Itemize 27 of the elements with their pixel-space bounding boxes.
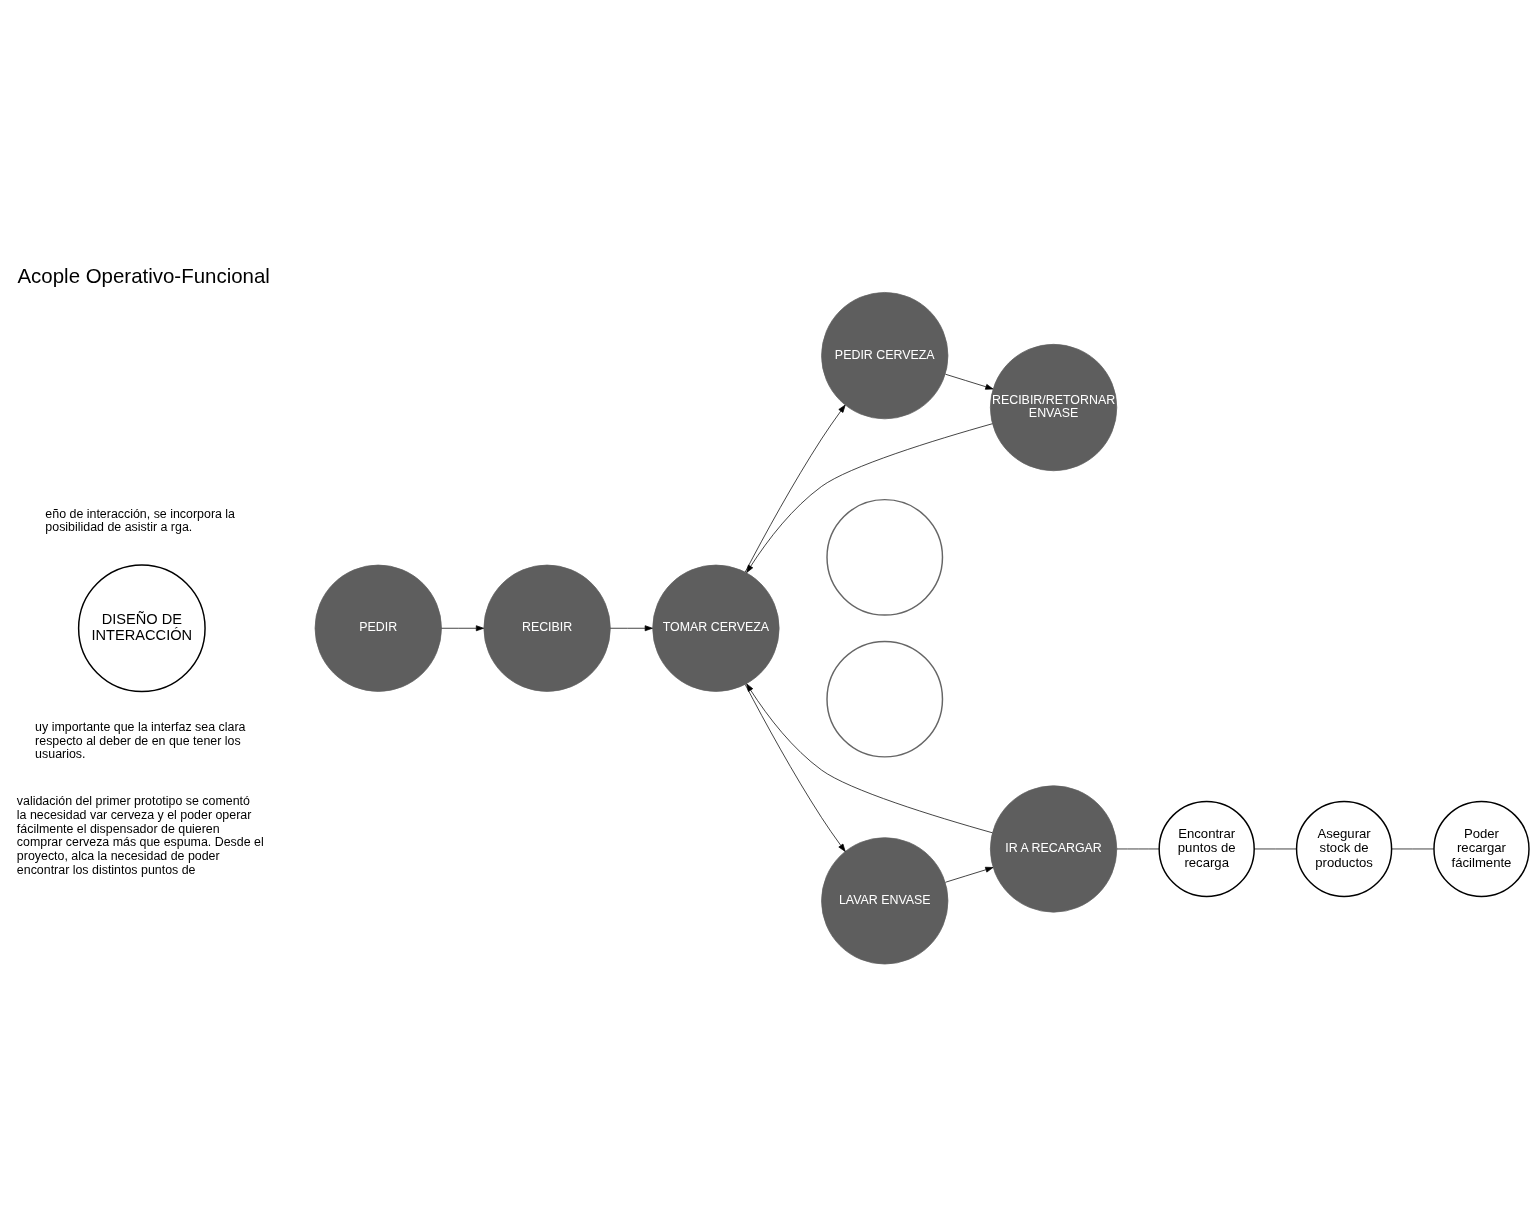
node-circle: RECIBIR/RETORNAR ENVASE bbox=[990, 343, 1118, 472]
arrow bbox=[610, 625, 653, 632]
label: eño de interacción, se incorpora la posibilidad de asistir a rga. bbox=[45, 506, 236, 535]
node-circle: Asegurar stock de productos bbox=[1295, 800, 1393, 898]
node-circle: LAVAR ENVASE bbox=[821, 837, 949, 965]
arrow bbox=[746, 423, 993, 573]
arrow bbox=[945, 373, 994, 390]
diagram-title: Acople Operativo-Funcional bbox=[17, 264, 270, 288]
arrow bbox=[744, 404, 846, 573]
connector bbox=[1253, 848, 1297, 850]
arrow bbox=[744, 684, 846, 852]
node-circle: IR A RECARGAR bbox=[990, 785, 1118, 913]
node-circle: DISEÑO DE INTERACCIÓN bbox=[77, 564, 206, 693]
node-circle: Encontrar puntos de recarga bbox=[1158, 800, 1255, 898]
label: validación del primer prototipo se comentó la necesidad var cerveza y el poder operar fácilmente el dispensador de quieren comprar cerveza más que espuma. Desde el proyecto, alca la necesidad de poder encontrar los distintos puntos de bbox=[16, 793, 264, 878]
label: uy importante que la interfaz sea clara respecto al deber de en que tener los usuarios. bbox=[35, 719, 246, 762]
arrow bbox=[945, 866, 994, 883]
arrow bbox=[746, 683, 993, 834]
connector bbox=[1391, 848, 1435, 850]
node-circle: PEDIR CERVEZA bbox=[821, 292, 949, 420]
node-circle bbox=[826, 498, 944, 616]
node-circle: RECIBIR bbox=[483, 564, 611, 692]
node-circle: Poder recargar fácilmente bbox=[1433, 800, 1530, 898]
connector bbox=[1116, 848, 1160, 850]
node-circle bbox=[826, 640, 944, 758]
arrow bbox=[441, 625, 484, 632]
node-circle: PEDIR bbox=[314, 564, 442, 692]
